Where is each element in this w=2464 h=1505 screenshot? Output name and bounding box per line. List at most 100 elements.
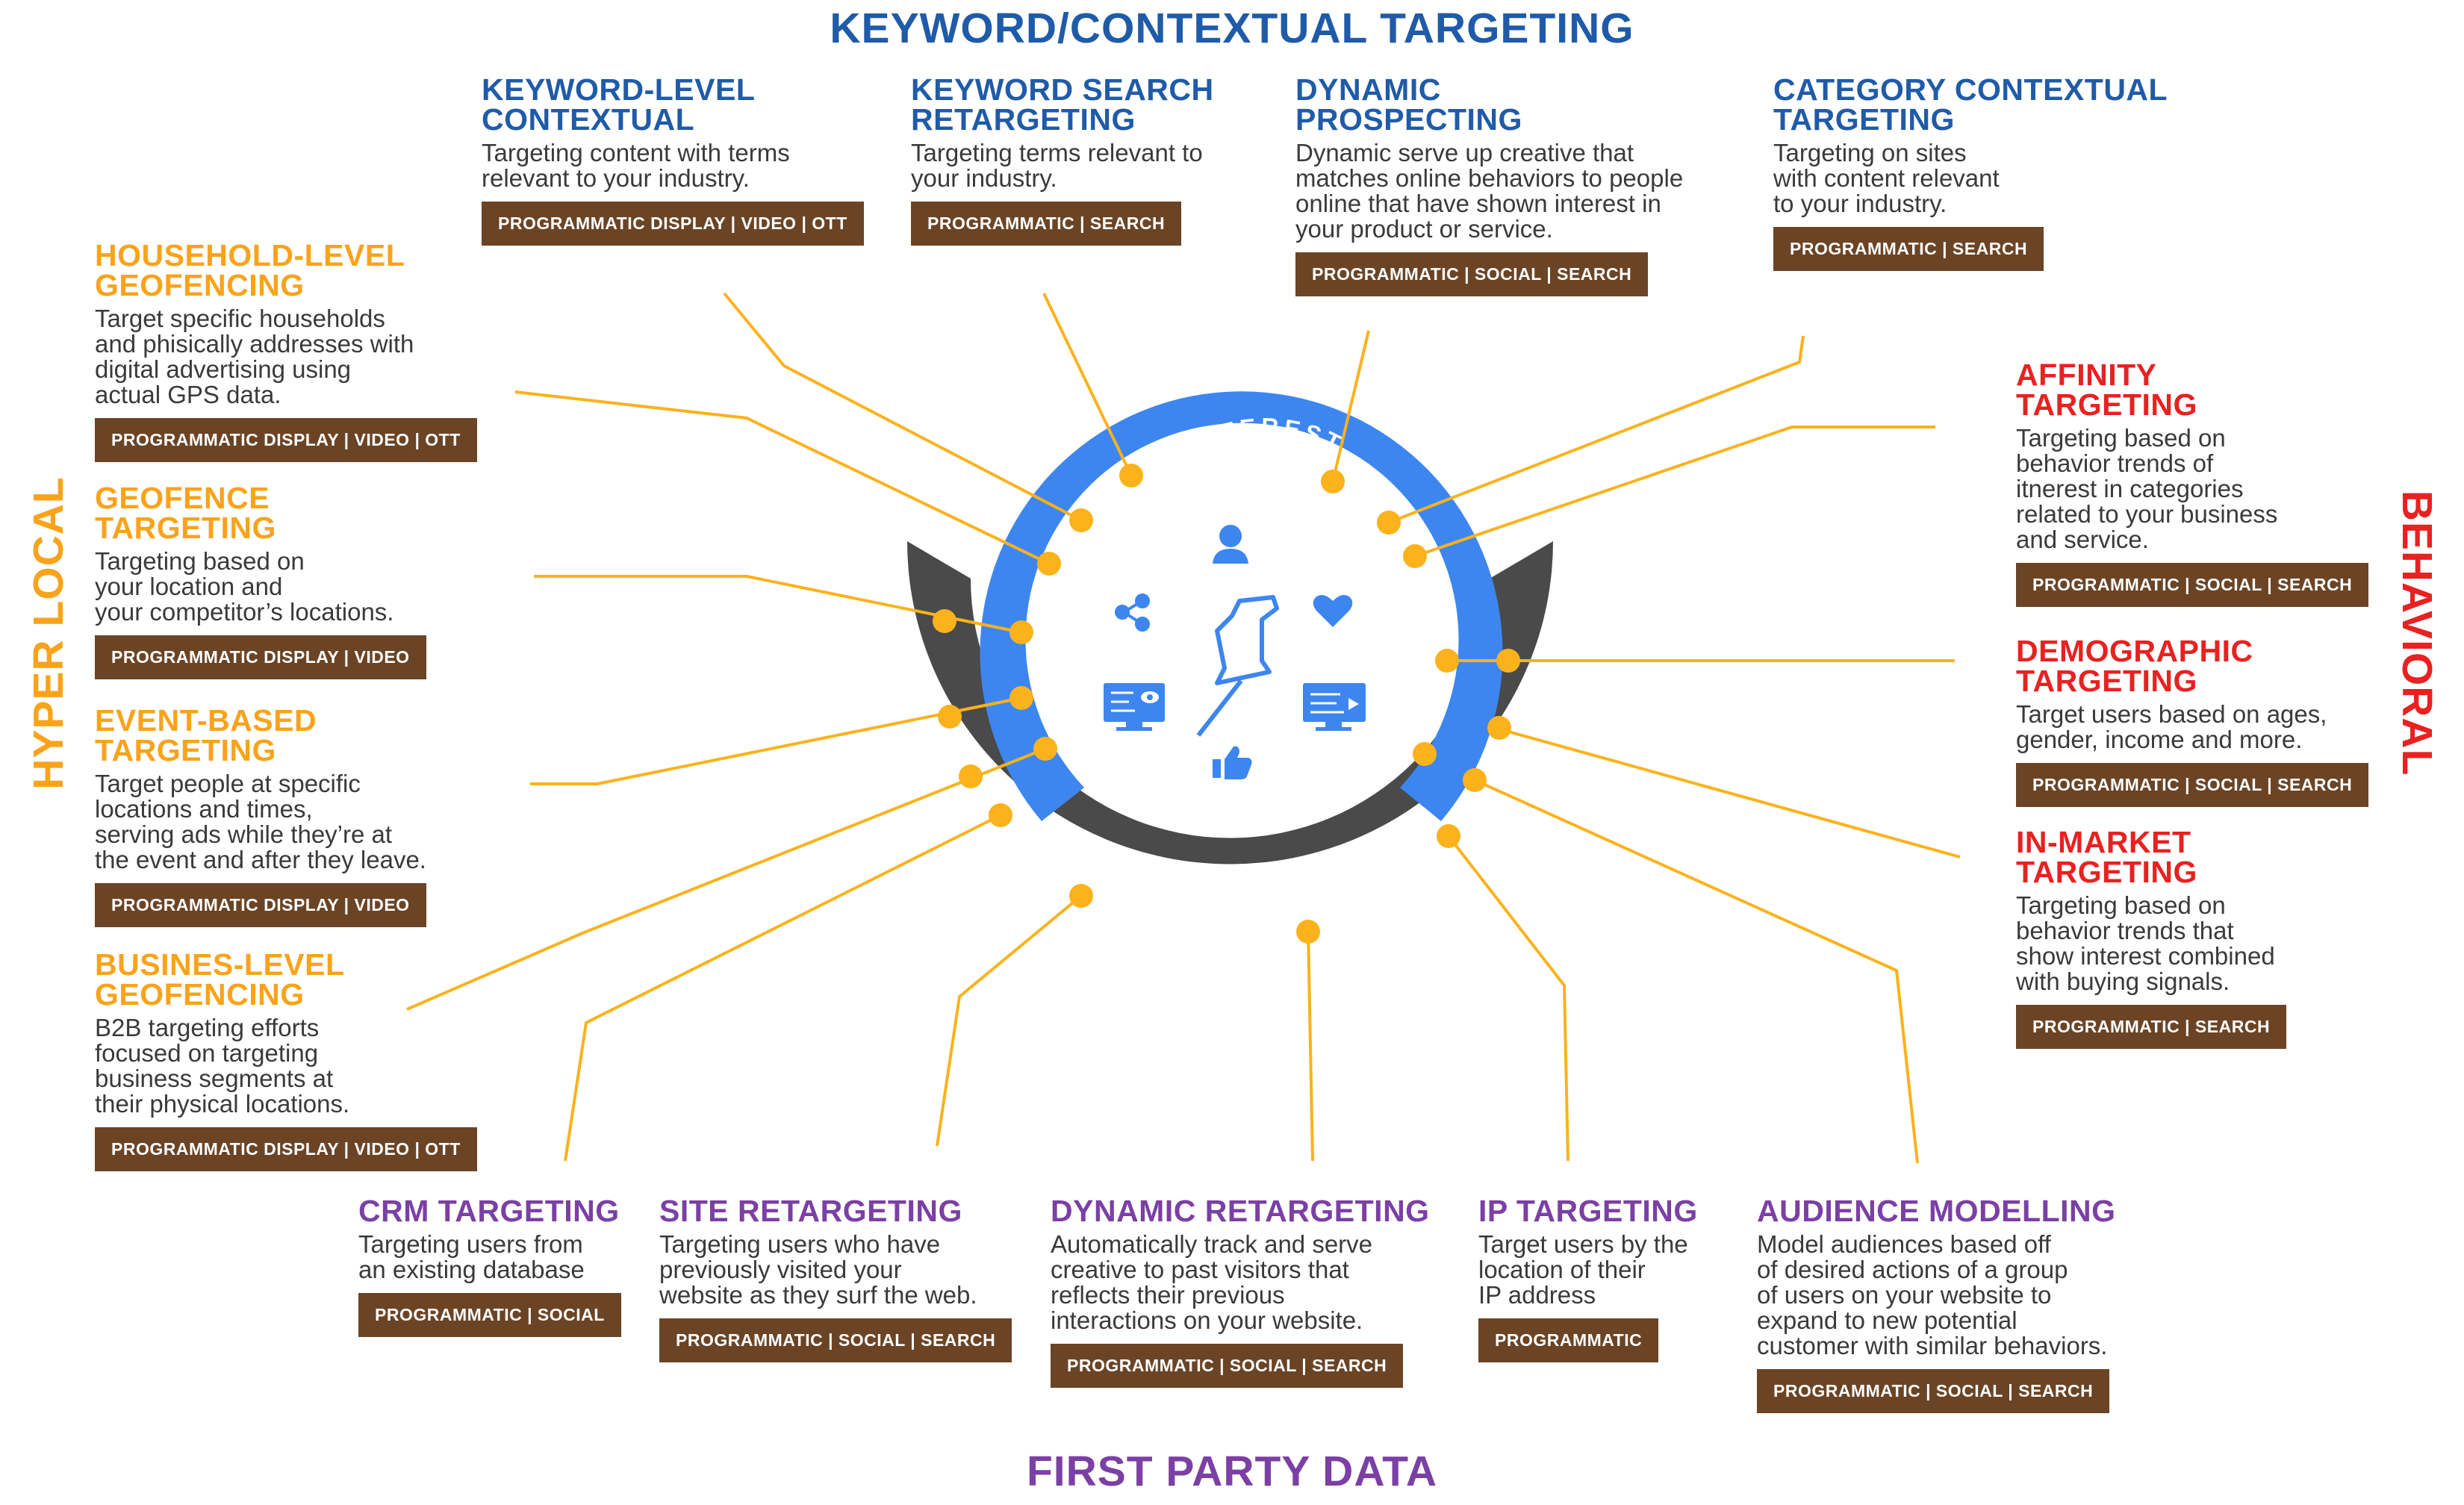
heading-keyword-contextual: KEYWORD/CONTEXTUAL TARGETING xyxy=(830,4,1634,52)
channel-tag: PROGRAMMATIC DISPLAY | VIDEO xyxy=(95,883,426,927)
heading-first-party-data: FIRST PARTY DATA xyxy=(1026,1448,1438,1495)
dot xyxy=(1487,716,1511,740)
group-title: DYNAMIC PROSPECTING xyxy=(1295,72,1522,137)
dot xyxy=(938,705,962,729)
channel-tag: PROGRAMMATIC | SOCIAL | SEARCH xyxy=(1295,252,1649,296)
group-description: Targeting based on your location and you… xyxy=(95,547,394,626)
pushpin-icon xyxy=(1196,595,1279,737)
group-title: IP TARGETING xyxy=(1478,1194,1698,1228)
group-business-level-geofencing: BUSINES-LEVEL GEOFENCING B2B targeting e… xyxy=(95,950,477,1171)
group-description: Targeting terms relevant to your industr… xyxy=(911,139,1203,192)
channel-tag: PROGRAMMATIC | SOCIAL | SEARCH xyxy=(659,1318,1012,1362)
dot xyxy=(933,609,956,633)
channel-tag: PROGRAMMATIC | SOCIAL xyxy=(358,1293,621,1337)
group-title: CRM TARGETING xyxy=(358,1194,620,1228)
dot xyxy=(1437,824,1460,848)
share-icon xyxy=(1115,593,1150,632)
group-description: Target specific households and phisicall… xyxy=(95,305,414,408)
dot xyxy=(1119,464,1143,487)
channel-tag: PROGRAMMATIC | SOCIAL | SEARCH xyxy=(1051,1344,1404,1388)
channel-tag: PROGRAMMATIC | SOCIAL | SEARCH xyxy=(2016,763,2369,807)
group-title: EVENT-BASED TARGETING xyxy=(95,703,317,767)
group-title: SITE RETARGETING xyxy=(659,1194,962,1228)
dot xyxy=(1069,884,1093,908)
ring-gap xyxy=(1039,820,1443,917)
monitor-eye-icon xyxy=(1104,683,1165,731)
channel-tag: PROGRAMMATIC DISPLAY | VIDEO | OTT xyxy=(95,1127,477,1171)
group-title: CATEGORY CONTEXTUAL TARGETING xyxy=(1773,72,2168,137)
group-in-market-targeting: IN-MARKET TARGETING Targeting based on b… xyxy=(2016,825,2287,1049)
group-demographic-targeting: DEMOGRAPHIC TARGETING Target users based… xyxy=(2016,634,2369,807)
group-title: IN-MARKET TARGETING xyxy=(2016,825,2197,889)
group-affinity-targeting: AFFINITY TARGETING Targeting based on be… xyxy=(2016,358,2369,607)
group-description: Target users based on ages, gender, inco… xyxy=(2016,700,2327,753)
group-description: B2B targeting efforts focused on targeti… xyxy=(95,1014,350,1118)
dot xyxy=(959,764,983,788)
dot xyxy=(1009,686,1033,710)
dot xyxy=(1009,620,1033,644)
dot xyxy=(1377,511,1401,535)
channel-tag: PROGRAMMATIC xyxy=(1478,1318,1659,1362)
dot xyxy=(1496,649,1520,673)
heading-behavioral: BEHAVIORAL xyxy=(2393,490,2441,776)
group-site-retargeting: SITE RETARGETING Targeting users who hav… xyxy=(659,1196,1012,1362)
ring-label-intent: INTENT xyxy=(1193,920,1307,956)
group-household-level-geofencing: HOUSEHOLD-LEVEL GEOFENCING Target specif… xyxy=(95,240,477,462)
dot xyxy=(1033,737,1057,761)
group-description: Automatically track and serve creative t… xyxy=(1051,1230,1373,1334)
dot xyxy=(1413,742,1437,766)
heart-icon xyxy=(1313,594,1353,627)
group-title: AUDIENCE MODELLING xyxy=(1757,1194,2116,1228)
dot xyxy=(1037,552,1061,576)
connector-lines xyxy=(406,292,1961,1164)
group-dynamic-prospecting: DYNAMIC PROSPECTING Dynamic serve up cre… xyxy=(1295,75,1683,296)
group-description: Targeting based on behavior trends of it… xyxy=(2016,424,2278,553)
channel-tag: PROGRAMMATIC DISPLAY | VIDEO | OTT xyxy=(95,418,477,462)
dot xyxy=(1321,470,1345,493)
group-title: BUSINES-LEVEL GEOFENCING xyxy=(95,947,345,1012)
group-title: KEYWORD-LEVEL CONTEXTUAL xyxy=(482,72,756,137)
dot xyxy=(1069,508,1093,532)
group-title: DEMOGRAPHIC TARGETING xyxy=(2016,634,2253,698)
dot xyxy=(1296,920,1320,944)
group-title: HOUSEHOLD-LEVEL GEOFENCING xyxy=(95,238,405,302)
group-geofence-targeting: GEOFENCE TARGETING Targeting based on yo… xyxy=(95,483,426,679)
group-title: KEYWORD SEARCH RETARGETING xyxy=(911,72,1214,137)
group-audience-modelling: AUDIENCE MODELLING Model audiences based… xyxy=(1757,1196,2116,1413)
channel-tag: PROGRAMMATIC | SEARCH xyxy=(1773,227,2044,271)
channel-tag: PROGRAMMATIC DISPLAY | VIDEO xyxy=(95,635,426,679)
group-description: Targeting users from an existing databas… xyxy=(358,1230,585,1283)
group-description: Targeting based on behavior trends that … xyxy=(2016,891,2275,995)
group-description: Target people at specific locations and … xyxy=(95,770,426,873)
group-event-based-targeting: EVENT-BASED TARGETING Target people at s… xyxy=(95,705,426,927)
group-description: Target users by the location of their IP… xyxy=(1478,1230,1688,1309)
channel-tag: PROGRAMMATIC DISPLAY | VIDEO | OTT xyxy=(482,202,864,246)
group-title: DYNAMIC RETARGETING xyxy=(1051,1194,1430,1228)
channel-tag: PROGRAMMATIC | SOCIAL | SEARCH xyxy=(1757,1369,2110,1413)
group-crm-targeting: CRM TARGETING Targeting users from an ex… xyxy=(358,1196,621,1337)
group-description: Targeting on sites with content relevant… xyxy=(1773,139,2000,217)
group-description: Model audiences based off of desired act… xyxy=(1757,1230,2108,1359)
channel-tag: PROGRAMMATIC | SEARCH xyxy=(2016,1005,2287,1049)
interest-ring xyxy=(980,391,1503,821)
group-description: Targeting users who have previously visi… xyxy=(659,1230,977,1309)
user-icon xyxy=(1213,525,1248,564)
dot xyxy=(1463,768,1487,792)
group-dynamic-retargeting: DYNAMIC RETARGETING Automatically track … xyxy=(1051,1196,1430,1388)
channel-tag: PROGRAMMATIC | SOCIAL | SEARCH xyxy=(2016,563,2369,607)
group-ip-targeting: IP TARGETING Target users by the locatio… xyxy=(1478,1196,1698,1362)
thumbs-up-icon xyxy=(1213,746,1252,779)
connector-dots xyxy=(933,464,1520,944)
channel-tag: PROGRAMMATIC | SEARCH xyxy=(911,202,1182,246)
group-title: GEOFENCE TARGETING xyxy=(95,481,276,545)
group-description: Dynamic serve up creative that matches o… xyxy=(1295,139,1684,243)
group-description: Targeting content with terms relevant to… xyxy=(482,139,790,192)
dot xyxy=(989,803,1012,827)
monitor-play-icon xyxy=(1303,683,1366,731)
dot xyxy=(1435,649,1459,673)
group-category-contextual-targeting: CATEGORY CONTEXTUAL TARGETING Targeting … xyxy=(1773,75,2168,271)
group-title: AFFINITY TARGETING xyxy=(2016,358,2197,422)
group-keyword-level-contextual: KEYWORD-LEVEL CONTEXTUAL Targeting conte… xyxy=(482,75,864,246)
dot xyxy=(1403,544,1427,568)
